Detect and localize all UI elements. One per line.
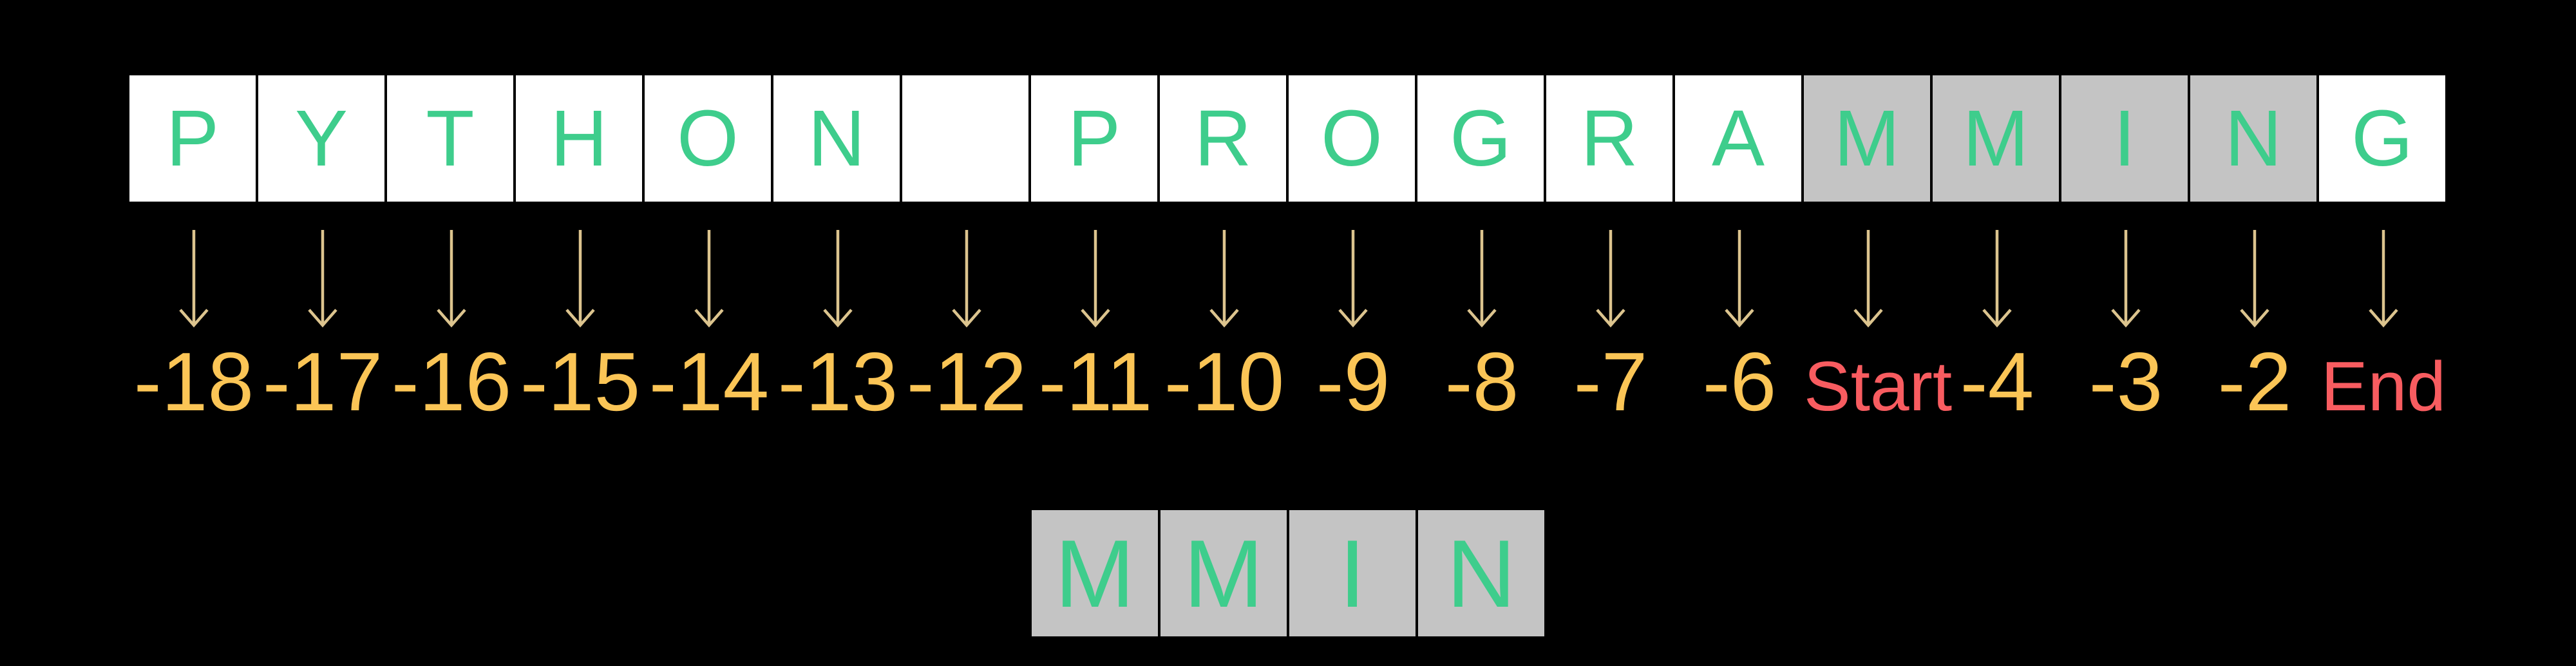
string-cell-letter: O (677, 94, 739, 183)
string-cell-letter: I (2113, 94, 2136, 183)
down-arrow-icon (2319, 228, 2448, 330)
result-cell: I (1289, 510, 1416, 636)
string-cell: M (1804, 75, 1930, 202)
result-cell: N (1418, 510, 1544, 636)
string-cell: G (2319, 75, 2445, 202)
down-arrow-icon (1160, 228, 1289, 330)
string-strip: P Y T H O N P R O G R A M M I N G (129, 75, 2445, 202)
string-cell-letter: H (550, 94, 608, 183)
down-arrow-icon (1289, 228, 1417, 330)
index-label-row: -18-17-16-15-14-13-12-11-10 -9 -8 -7 -6 Start… (129, 336, 2448, 428)
negative-index-label: -7 (1573, 336, 1648, 428)
string-cell-letter: G (1450, 94, 1511, 183)
down-arrow-icon (1031, 228, 1160, 330)
string-cell: P (1031, 75, 1157, 202)
string-cell-letter: A (1711, 94, 1765, 183)
negative-index-label: -8 (1444, 336, 1519, 428)
result-cell-letter: I (1339, 519, 1366, 627)
result-strip: M M I N (1032, 510, 1544, 636)
string-cell-letter: G (2351, 94, 2413, 183)
down-arrow-icon (1804, 228, 1933, 330)
string-cell: M (1933, 75, 2059, 202)
string-cell: T (387, 75, 513, 202)
string-cell-letter: P (166, 94, 220, 183)
negative-index-label: -6 (1702, 336, 1777, 428)
arrow-row (129, 228, 2448, 330)
string-cell-letter: Y (294, 94, 348, 183)
result-cell-letter: N (1446, 519, 1516, 627)
down-arrow-icon (1675, 228, 1804, 330)
result-cell-letter: M (1054, 519, 1135, 627)
string-cell-letter: M (1833, 94, 1900, 183)
string-cell: O (1289, 75, 1415, 202)
string-cell-letter: M (1962, 94, 2029, 183)
negative-index-label: -18 (133, 336, 254, 428)
string-cell: N (2190, 75, 2316, 202)
string-cell-letter: O (1321, 94, 1383, 183)
string-cell-letter: N (2224, 94, 2282, 183)
down-arrow-icon (1933, 228, 2061, 330)
negative-index-label: -15 (520, 336, 641, 428)
result-cell-letter: M (1183, 519, 1264, 627)
string-cell: A (1675, 75, 1801, 202)
string-cell: N (773, 75, 900, 202)
down-arrow-icon (1546, 228, 1675, 330)
result-cell: M (1160, 510, 1287, 636)
string-cell: H (516, 75, 642, 202)
down-arrow-icon (516, 228, 645, 330)
negative-index-label: -12 (906, 336, 1027, 428)
string-cell: G (1417, 75, 1544, 202)
negative-index-label: -9 (1316, 336, 1390, 428)
down-arrow-icon (645, 228, 773, 330)
down-arrow-icon (2190, 228, 2319, 330)
string-cell: I (2061, 75, 2188, 202)
negative-index-label: -2 (2217, 336, 2292, 428)
negative-index-label: -4 (1960, 336, 2034, 428)
slice-marker-label: Start (1804, 347, 1953, 426)
down-arrow-icon (129, 228, 258, 330)
down-arrow-icon (902, 228, 1031, 330)
negative-index-label: -17 (262, 336, 383, 428)
string-cell: R (1546, 75, 1672, 202)
string-cell: R (1160, 75, 1286, 202)
negative-index-label: -13 (777, 336, 898, 428)
negative-index-label: -14 (649, 336, 770, 428)
string-cell (902, 75, 1028, 202)
negative-index-label: -3 (2088, 336, 2163, 428)
negative-index-label: -16 (391, 336, 512, 428)
down-arrow-icon (387, 228, 516, 330)
result-cell: M (1032, 510, 1158, 636)
down-arrow-icon (258, 228, 387, 330)
down-arrow-icon (1417, 228, 1546, 330)
string-cell: P (129, 75, 256, 202)
down-arrow-icon (773, 228, 902, 330)
string-cell: Y (258, 75, 384, 202)
string-cell-letter: R (1194, 94, 1252, 183)
string-cell-letter: T (426, 94, 475, 183)
string-cell-letter: R (1580, 94, 1638, 183)
string-cell-letter: P (1067, 94, 1121, 183)
string-cell-letter (954, 99, 976, 178)
negative-index-label: -11 (1038, 336, 1153, 428)
string-cell-letter: N (808, 94, 866, 183)
negative-index-label: -10 (1164, 336, 1285, 428)
string-cell: O (645, 75, 771, 202)
slice-marker-label: End (2321, 347, 2446, 426)
down-arrow-icon (2061, 228, 2190, 330)
